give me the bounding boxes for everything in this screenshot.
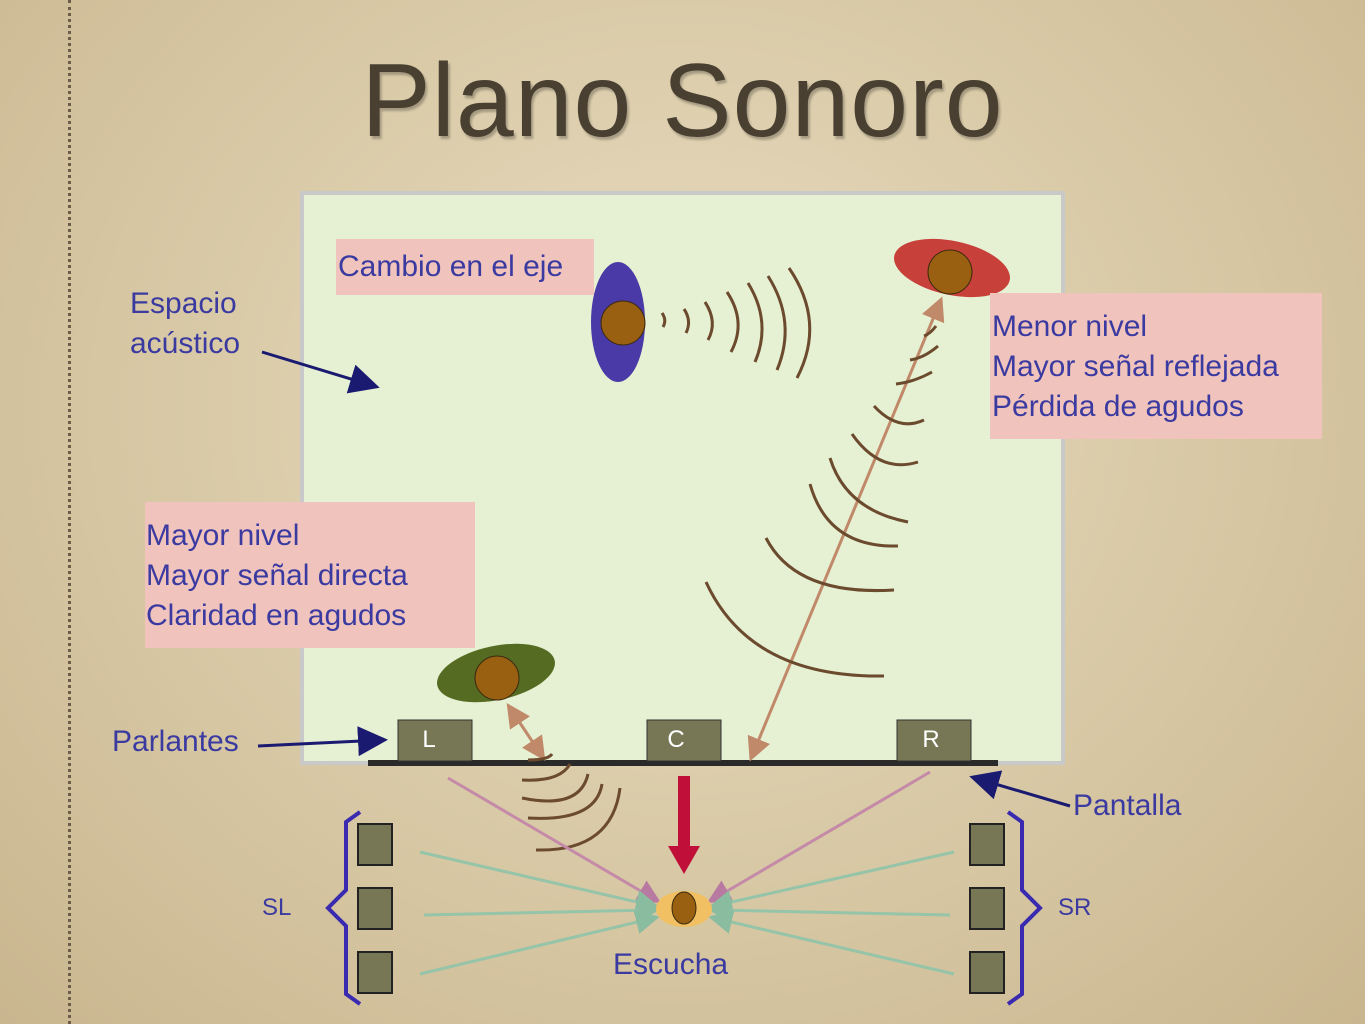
line-front-left xyxy=(447,776,662,904)
surround-left-1 xyxy=(357,823,393,866)
head-red xyxy=(927,249,973,295)
speaker-l-label: L xyxy=(422,726,436,753)
head-blue xyxy=(600,300,646,346)
dotted-margin-line xyxy=(68,0,71,1024)
box-cambio-eje: Cambio en el eje xyxy=(336,239,594,295)
espacio-line-2: acústico xyxy=(130,327,241,360)
box-cambio-line-1: Cambio en el eje xyxy=(338,250,564,283)
box-menor-line-1: Menor nivel xyxy=(992,310,1148,343)
arrow-pantalla xyxy=(969,770,1071,808)
box-mayor-line-3: Claridad en agudos xyxy=(146,599,407,632)
escucha-label: Escucha xyxy=(613,948,729,981)
espacio-line-1: Espacio xyxy=(130,287,237,320)
surround-lines xyxy=(419,850,955,976)
surround-right-2 xyxy=(969,887,1005,930)
arrow-reflection xyxy=(747,296,945,762)
line-front-right xyxy=(706,770,931,904)
surround-left-3 xyxy=(357,951,393,994)
sr-label: SR xyxy=(1058,894,1092,921)
arrow-parlantes xyxy=(257,726,388,757)
waves-reflection xyxy=(704,325,939,678)
box-menor-nivel: Menor nivel Mayor señal reflejada Pérdid… xyxy=(990,293,1322,439)
surround-right-1 xyxy=(969,823,1005,866)
surround-left-2 xyxy=(357,887,393,930)
bracket-left xyxy=(325,810,362,1006)
head-green xyxy=(474,655,520,701)
box-mayor-line-2: Mayor señal directa xyxy=(146,559,408,592)
listener-head xyxy=(671,891,697,925)
arrow-down-red-head xyxy=(668,846,700,874)
bracket-right xyxy=(1006,810,1043,1006)
waves-direct xyxy=(521,753,622,852)
sl-label: SL xyxy=(262,894,292,921)
speaker-r-label: R xyxy=(922,726,940,753)
page-title: Plano Sonoro xyxy=(361,43,1004,159)
speaker-c xyxy=(646,719,722,762)
box-menor-line-3: Pérdida de agudos xyxy=(992,390,1244,423)
speaker-l xyxy=(397,719,473,762)
surround-right-3 xyxy=(969,951,1005,994)
box-mayor-nivel: Mayor nivel Mayor señal directa Claridad… xyxy=(145,502,475,648)
pantalla-label: Pantalla xyxy=(1073,789,1182,822)
box-mayor-line-1: Mayor nivel xyxy=(146,519,300,552)
parlantes-label: Parlantes xyxy=(112,725,239,758)
arrow-direct xyxy=(506,703,546,761)
speaker-c-label: C xyxy=(667,726,685,753)
arrow-espacio xyxy=(261,350,380,394)
box-menor-line-2: Mayor señal reflejada xyxy=(992,350,1279,383)
espacio-label: Espacio acústico xyxy=(130,284,240,364)
